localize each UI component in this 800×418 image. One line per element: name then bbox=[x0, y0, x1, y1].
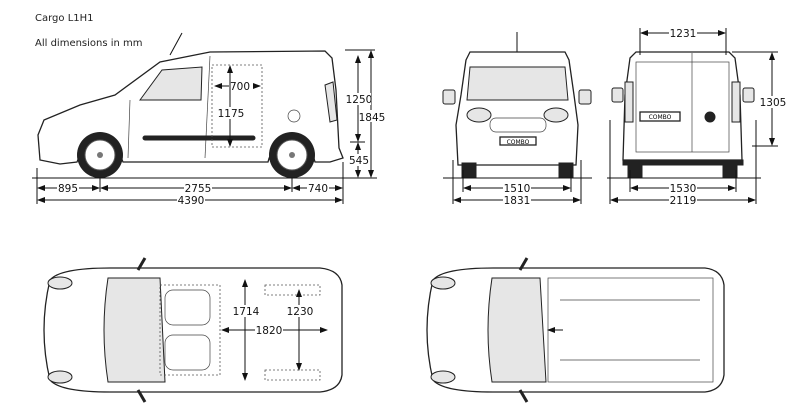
fuel-cap bbox=[287, 109, 301, 123]
windscreen bbox=[487, 277, 547, 383]
right-mirror bbox=[136, 389, 147, 403]
driver-seat bbox=[164, 289, 211, 326]
between-arches-label: 1230 bbox=[287, 306, 314, 318]
width-mirrors-label: 2119 bbox=[670, 195, 697, 207]
passenger-seat bbox=[164, 334, 211, 371]
overall-length-label: 4390 bbox=[178, 195, 205, 207]
overall-height-label: 1845 bbox=[359, 112, 386, 124]
left-mirror bbox=[518, 257, 529, 271]
rear-doors bbox=[635, 61, 730, 153]
left-wheel-arch bbox=[264, 284, 321, 296]
right-headlamp bbox=[543, 107, 569, 123]
front-overhang-label: 895 bbox=[58, 183, 78, 195]
left-headlamp bbox=[47, 276, 73, 290]
rear-plate bbox=[639, 111, 681, 122]
right-wheel-arch bbox=[264, 369, 321, 381]
load-height-label: 1250 bbox=[346, 94, 373, 106]
antenna bbox=[169, 32, 183, 56]
floor-height-label: 545 bbox=[349, 155, 369, 167]
door-width-label: 700 bbox=[230, 81, 250, 93]
top-view-roof bbox=[426, 257, 725, 403]
diagram-title: Cargo L1H1 bbox=[35, 13, 94, 24]
rear-bumper bbox=[622, 159, 744, 166]
rear-overhang-label: 740 bbox=[308, 183, 328, 195]
rear-body bbox=[622, 51, 743, 161]
side-window bbox=[139, 66, 203, 101]
left-mirror bbox=[611, 87, 624, 103]
front-view: COMBO 1510 1831 bbox=[442, 32, 592, 207]
wheelbase-label: 2755 bbox=[185, 183, 212, 195]
left-mirror bbox=[136, 257, 147, 271]
front-plate bbox=[499, 136, 537, 146]
front-left-tyre bbox=[461, 162, 477, 179]
rear-track-label: 1530 bbox=[670, 183, 697, 195]
side-rubbing-strip bbox=[142, 135, 256, 141]
right-mirror bbox=[578, 89, 592, 105]
front-plate-text: COMBO bbox=[507, 139, 530, 146]
rear-view: COMBO 1231 1305 1530 2119 bbox=[607, 27, 788, 207]
front-track-label: 1510 bbox=[504, 183, 531, 195]
left-headlamp bbox=[466, 107, 492, 123]
side-door-opening bbox=[211, 64, 263, 148]
roof-body bbox=[426, 267, 725, 393]
windscreen-roof bbox=[103, 277, 166, 383]
body-width-label: 1831 bbox=[504, 195, 531, 207]
right-headlamp bbox=[47, 370, 73, 384]
rear-plate-text: COMBO bbox=[649, 114, 672, 121]
cab-area bbox=[159, 284, 221, 376]
right-headlamp bbox=[430, 370, 456, 384]
left-headlamp bbox=[430, 276, 456, 290]
windscreen bbox=[466, 66, 569, 101]
top-view-interior: 1714 1230 1820 bbox=[43, 257, 343, 403]
grille bbox=[489, 117, 547, 133]
left-rear-light bbox=[624, 81, 634, 123]
side-view: 700 1175 1250 1845 545 895 2755 740 4390 bbox=[32, 32, 386, 207]
rear-door-width-label: 1231 bbox=[670, 28, 697, 40]
rear-handle bbox=[704, 111, 716, 123]
right-mirror bbox=[742, 87, 755, 103]
units-note: All dimensions in mm bbox=[35, 38, 143, 49]
rear-right-tyre bbox=[722, 164, 738, 179]
rear-wheel bbox=[269, 132, 315, 178]
load-length-label: 1820 bbox=[256, 325, 283, 337]
max-load-width-label: 1714 bbox=[233, 306, 260, 318]
right-mirror bbox=[518, 389, 529, 403]
left-mirror bbox=[442, 89, 456, 105]
rear-light bbox=[324, 81, 338, 123]
rear-door-height-label: 1305 bbox=[760, 97, 787, 109]
front-wheel bbox=[77, 132, 123, 178]
right-rear-light bbox=[731, 81, 741, 123]
door-height-label: 1175 bbox=[218, 108, 245, 120]
